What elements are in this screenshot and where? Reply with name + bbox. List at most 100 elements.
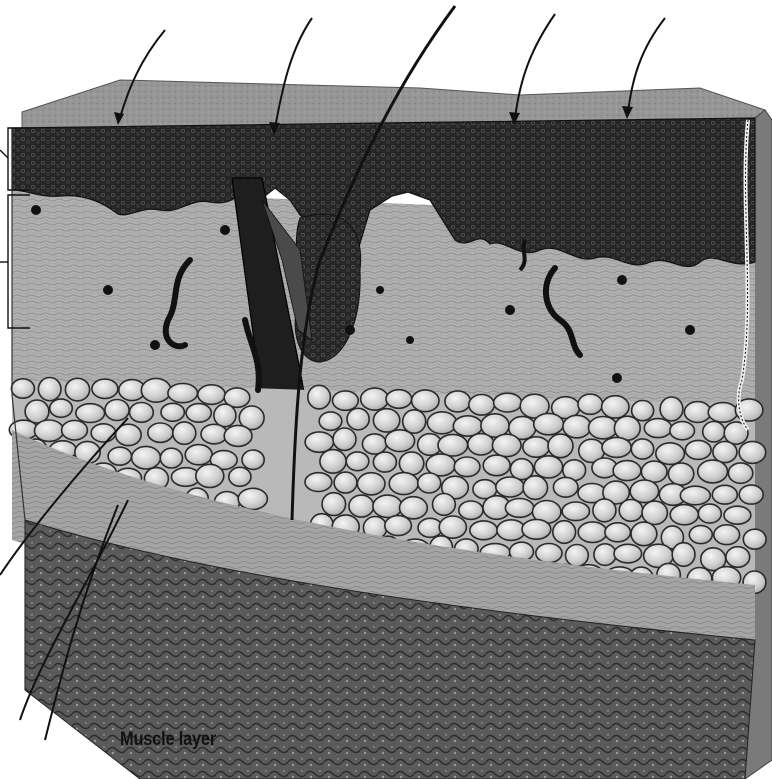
fat-cell: [198, 385, 225, 405]
fat-cell: [492, 434, 521, 456]
fat-cell: [105, 400, 129, 421]
fat-cell: [385, 516, 412, 536]
fat-cell: [613, 461, 641, 481]
fat-cell: [349, 495, 374, 517]
fat-cell: [739, 485, 763, 504]
fat-cell: [454, 457, 480, 477]
fat-cell: [38, 378, 61, 401]
fat-cell: [412, 390, 439, 412]
fat-cell: [739, 441, 766, 463]
fat-cell: [161, 403, 184, 421]
fat-cell: [469, 395, 495, 416]
fat-cell: [468, 434, 494, 455]
fat-cell: [160, 448, 182, 468]
fat-cell: [656, 443, 685, 465]
fat-cell: [523, 476, 547, 500]
fat-cell: [644, 419, 671, 438]
fat-cell: [483, 455, 510, 476]
fat-cell: [534, 413, 564, 434]
fat-cell: [619, 500, 643, 522]
fat-cell: [35, 420, 64, 441]
fat-cell: [373, 452, 396, 472]
fat-cell: [685, 440, 711, 459]
fat-cell: [65, 378, 89, 401]
fat-cell: [433, 494, 456, 516]
fat-cell: [357, 473, 385, 495]
fat-cell: [713, 441, 737, 462]
fat-cell: [642, 501, 667, 524]
fat-cell: [684, 402, 711, 423]
fat-cell: [132, 446, 161, 469]
fat-cell: [712, 485, 737, 504]
fat-cell: [373, 495, 402, 517]
fat-cell: [148, 423, 173, 442]
fat-cell: [566, 545, 589, 567]
fat-cell: [670, 422, 695, 440]
bracket-tick-1: [0, 150, 8, 158]
fat-cell: [141, 378, 171, 402]
fat-cell: [689, 526, 712, 544]
fat-cell: [726, 547, 750, 568]
fat-cell: [714, 525, 740, 545]
fat-cell: [186, 404, 211, 423]
fat-cell: [698, 504, 721, 523]
fat-cell: [418, 473, 441, 493]
fat-cell: [470, 521, 498, 540]
fat-cell: [522, 519, 551, 539]
fat-cell: [62, 420, 88, 440]
fat-cell: [308, 385, 331, 409]
fat-cell: [631, 439, 653, 459]
fat-cell: [505, 499, 533, 518]
fat-cell: [386, 390, 412, 409]
fat-cell: [229, 467, 251, 486]
fat-cell: [92, 379, 118, 398]
fat-cell: [438, 434, 468, 456]
fat-cell: [563, 415, 591, 438]
fat-cell: [214, 404, 236, 427]
fat-cell: [334, 472, 357, 493]
fat-cell: [548, 434, 573, 458]
fat-cell: [496, 477, 524, 497]
fat-cell: [196, 464, 224, 487]
muscle-layer-label: Muscle layer: [120, 729, 216, 751]
fat-cell: [91, 424, 116, 442]
fat-cell: [594, 544, 616, 566]
fat-cell: [680, 486, 710, 505]
fat-cell: [743, 529, 766, 549]
fat-cell: [605, 523, 631, 542]
fat-cell: [50, 399, 73, 417]
fat-cell: [403, 410, 426, 433]
fat-cell: [399, 452, 423, 475]
fat-cell: [305, 473, 332, 492]
fat-cell: [168, 384, 198, 403]
fat-cell: [130, 403, 154, 423]
fat-cell: [185, 445, 212, 465]
fat-cell: [593, 499, 616, 522]
fat-cell: [698, 460, 728, 483]
fat-cell: [400, 497, 428, 519]
fat-cell: [173, 422, 196, 444]
fat-cell: [497, 520, 525, 541]
fat-cell: [322, 493, 346, 516]
fat-cell: [728, 463, 752, 483]
fat-cell: [319, 412, 342, 430]
fat-cell: [614, 544, 642, 563]
fat-cell: [614, 416, 640, 440]
fat-cell: [641, 461, 667, 482]
fat-cell: [523, 437, 550, 457]
fat-cell: [660, 397, 683, 421]
fat-cell: [562, 502, 589, 521]
fat-cell: [347, 408, 369, 430]
fat-cell: [201, 424, 227, 444]
fat-cell: [672, 543, 695, 567]
fat-cell: [361, 388, 389, 410]
fat-cell: [385, 430, 414, 452]
fat-cell: [553, 477, 578, 497]
fat-cell: [602, 437, 631, 457]
fat-cell: [238, 488, 267, 509]
fat-cell: [333, 428, 356, 450]
fat-cell: [724, 506, 751, 524]
fat-cell: [578, 394, 603, 414]
fat-cell: [333, 391, 359, 410]
